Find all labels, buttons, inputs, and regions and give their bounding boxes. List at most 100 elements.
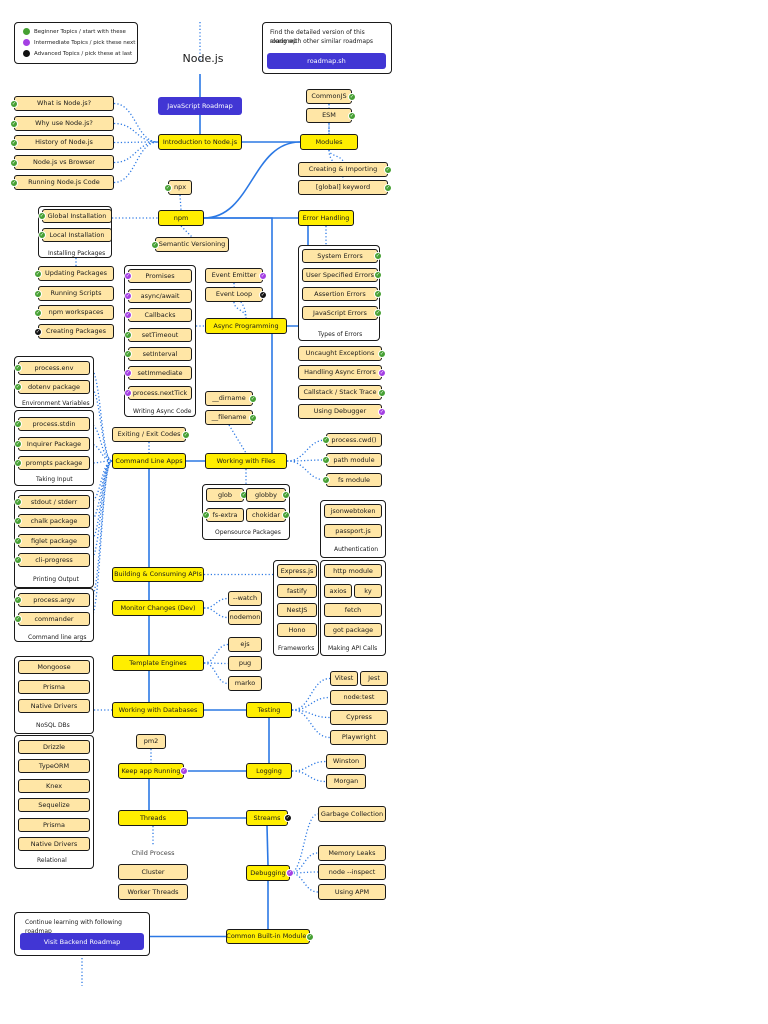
node-async-prog[interactable]: Async Programming xyxy=(205,318,287,334)
node-inquirer[interactable]: Inquirer Package xyxy=(18,437,90,451)
node-fetch[interactable]: fetch xyxy=(324,603,382,617)
node-cluster[interactable]: Cluster xyxy=(118,864,188,880)
node-setimmediate[interactable]: setImmediate xyxy=(128,366,192,380)
node-prompts[interactable]: prompts package xyxy=(18,456,90,470)
node-pug[interactable]: pug xyxy=(228,656,262,671)
node-why-use[interactable]: Why use Node.js? xyxy=(14,116,114,131)
node-global-keyword[interactable]: [global] keyword xyxy=(298,180,388,195)
node-glob[interactable]: glob xyxy=(206,488,244,502)
node-winston[interactable]: Winston xyxy=(326,754,366,769)
node-modules[interactable]: Modules xyxy=(300,134,358,150)
node-creating-importing[interactable]: Creating & Importing xyxy=(298,162,388,177)
node-template-engines[interactable]: Template Engines xyxy=(112,655,204,671)
node-npm-workspaces[interactable]: npm workspaces xyxy=(38,305,114,320)
node-process-env[interactable]: process.env xyxy=(18,361,90,375)
node-fs-extra[interactable]: fs-extra xyxy=(206,508,244,522)
visit-backend-roadmap-button[interactable]: Visit Backend Roadmap xyxy=(20,933,144,950)
node-debugger[interactable]: Using Debugger xyxy=(298,404,382,419)
node-process-stdin[interactable]: process.stdin xyxy=(18,417,90,431)
node-intro[interactable]: Introduction to Node.js xyxy=(158,134,242,150)
node-callstack[interactable]: Callstack / Stack Trace xyxy=(298,385,382,400)
node-user-errors[interactable]: User Specified Errors xyxy=(302,268,378,282)
node-vitest[interactable]: Vitest xyxy=(330,671,358,686)
node-promises[interactable]: Promises xyxy=(128,269,192,283)
node-mongoose[interactable]: Mongoose xyxy=(18,660,90,674)
node-stdout[interactable]: stdout / stderr xyxy=(18,495,90,509)
node-system-errors[interactable]: System Errors xyxy=(302,249,378,263)
node-pm2[interactable]: pm2 xyxy=(136,734,166,749)
node-js-roadmap[interactable]: JavaScript Roadmap xyxy=(158,97,242,115)
node-marko[interactable]: marko xyxy=(228,676,262,691)
node-chokidar[interactable]: chokidar xyxy=(246,508,286,522)
node-uncaught[interactable]: Uncaught Exceptions xyxy=(298,346,382,361)
node-assertion-errors[interactable]: Assertion Errors xyxy=(302,287,378,301)
node-typeorm[interactable]: TypeORM xyxy=(18,759,90,773)
node-hono[interactable]: Hono xyxy=(277,623,317,637)
node-memory-leaks[interactable]: Memory Leaks xyxy=(318,845,386,861)
node-history[interactable]: History of Node.js xyxy=(14,135,114,150)
node-globby[interactable]: globby xyxy=(246,488,286,502)
node-native-rel[interactable]: Native Drivers xyxy=(18,837,90,851)
node-commander[interactable]: commander xyxy=(18,612,90,626)
node-creating-pkgs[interactable]: Creating Packages xyxy=(38,324,114,339)
node-vs-browser[interactable]: Node.js vs Browser xyxy=(14,155,114,170)
node-global-install[interactable]: Global Installation xyxy=(42,209,112,223)
node-got[interactable]: got package xyxy=(324,623,382,637)
node-node-test[interactable]: node:test xyxy=(330,690,388,705)
node-event-loop[interactable]: Event Loop xyxy=(205,287,263,302)
node-running-code[interactable]: Running Node.js Code xyxy=(14,175,114,190)
node-working-db[interactable]: Working with Databases xyxy=(112,702,204,718)
node-commonjs[interactable]: CommonJS xyxy=(306,89,352,104)
node-callbacks[interactable]: Callbacks xyxy=(128,308,192,322)
node-sequelize[interactable]: Sequelize xyxy=(18,798,90,812)
node-cypress[interactable]: Cypress xyxy=(330,710,388,725)
node-js-errors[interactable]: JavaScript Errors xyxy=(302,306,378,320)
node-jest[interactable]: Jest xyxy=(360,671,388,686)
node-debugging[interactable]: Debugging xyxy=(246,865,290,881)
node-figlet[interactable]: figlet package xyxy=(18,534,90,548)
node-chalk[interactable]: chalk package xyxy=(18,514,90,528)
node-keep-running[interactable]: Keep app Running xyxy=(118,763,184,779)
node-nodemon[interactable]: nodemon xyxy=(228,610,262,625)
node-prisma-nosql[interactable]: Prisma xyxy=(18,680,90,694)
node-fs-module[interactable]: fs module xyxy=(326,473,382,487)
node-what-is[interactable]: What is Node.js? xyxy=(14,96,114,111)
node-morgan[interactable]: Morgan xyxy=(326,774,366,789)
node-fastify[interactable]: fastify xyxy=(277,584,317,598)
node-watch[interactable]: --watch xyxy=(228,591,262,606)
node-setinterval[interactable]: setInterval xyxy=(128,347,192,361)
node-process-cwd[interactable]: process.cwd() xyxy=(326,433,382,447)
node-knex[interactable]: Knex xyxy=(18,779,90,793)
node-native-nosql[interactable]: Native Drivers xyxy=(18,699,90,713)
node-cli-apps[interactable]: Command Line Apps xyxy=(112,453,186,469)
node-nestjs[interactable]: NestJS xyxy=(277,603,317,617)
node-testing[interactable]: Testing xyxy=(246,702,292,718)
node-child-process[interactable]: Child Process xyxy=(118,845,188,861)
node-path-module[interactable]: path module xyxy=(326,453,382,467)
node-common-builtin[interactable]: Common Built-in Modules xyxy=(226,929,310,944)
node-handling-async[interactable]: Handling Async Errors xyxy=(298,365,382,380)
node-playwright[interactable]: Playwright xyxy=(330,730,388,745)
node-drizzle[interactable]: Drizzle xyxy=(18,740,90,754)
node-expressjs[interactable]: Express.js xyxy=(277,564,317,578)
node-ky[interactable]: ky xyxy=(354,584,382,598)
node-cli-progress[interactable]: cli-progress xyxy=(18,553,90,567)
node-updating-pkgs[interactable]: Updating Packages xyxy=(38,266,114,281)
node-local-install[interactable]: Local Installation xyxy=(42,228,112,242)
node-http-module[interactable]: http module xyxy=(324,564,382,578)
roadmap-sh-button[interactable]: roadmap.sh xyxy=(267,53,386,69)
node-gc[interactable]: Garbage Collection xyxy=(318,806,386,822)
node-nexttick[interactable]: process.nextTick xyxy=(128,386,192,400)
node-streams[interactable]: Streams xyxy=(246,810,288,826)
node-process-argv[interactable]: process.argv xyxy=(18,593,90,607)
node-esm[interactable]: ESM xyxy=(306,108,352,123)
node-dotenv[interactable]: dotenv package xyxy=(18,380,90,394)
node-dirname[interactable]: __dirname xyxy=(205,391,253,406)
node-working-files[interactable]: Working with Files xyxy=(205,453,287,469)
node-building-apis[interactable]: Building & Consuming APIs xyxy=(112,567,204,582)
node-worker-threads[interactable]: Worker Threads xyxy=(118,884,188,900)
node-prisma-rel[interactable]: Prisma xyxy=(18,818,90,832)
node-running-scripts[interactable]: Running Scripts xyxy=(38,286,114,301)
node-npm[interactable]: npm xyxy=(158,210,204,226)
node-exiting[interactable]: Exiting / Exit Codes xyxy=(112,427,186,442)
